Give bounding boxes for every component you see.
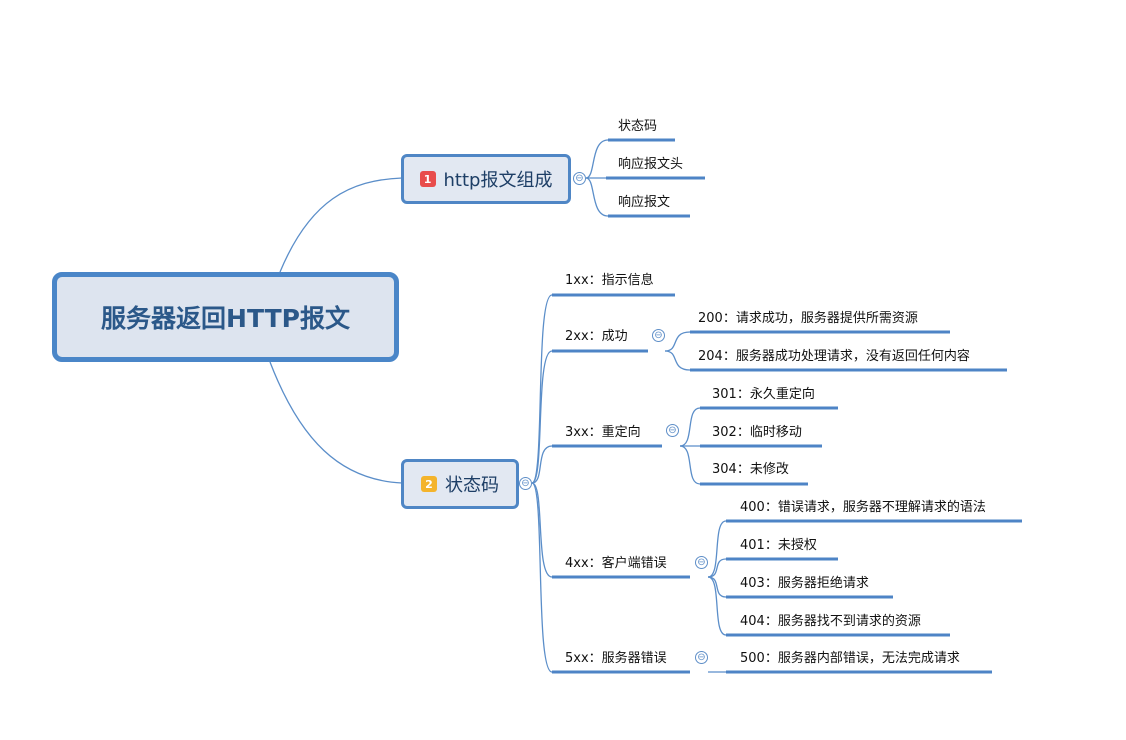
- branch-http-composition[interactable]: 1 http报文组成: [401, 154, 571, 204]
- node-1xx[interactable]: 1xx：指示信息: [565, 273, 654, 288]
- node-2xx[interactable]: 2xx：成功: [565, 329, 628, 344]
- node-500[interactable]: 500：服务器内部错误，无法完成请求: [740, 651, 960, 666]
- node-301[interactable]: 301：永久重定向: [712, 387, 815, 402]
- root-topic[interactable]: 服务器返回HTTP报文: [52, 272, 399, 362]
- branch-label: http报文组成: [443, 170, 553, 191]
- node-response-header[interactable]: 响应报文头: [618, 157, 684, 172]
- node-3xx[interactable]: 3xx：重定向: [565, 425, 641, 440]
- collapse-icon[interactable]: ⊖: [652, 329, 665, 342]
- node-403[interactable]: 403：服务器拒绝请求: [740, 576, 869, 591]
- priority-1-badge: 1: [419, 171, 436, 187]
- node-304[interactable]: 304：未修改: [712, 462, 789, 477]
- node-response-body[interactable]: 响应报文: [618, 195, 671, 210]
- node-5xx[interactable]: 5xx：服务器错误: [565, 651, 667, 666]
- node-401[interactable]: 401：未授权: [740, 538, 817, 553]
- node-404[interactable]: 404：服务器找不到请求的资源: [740, 614, 921, 629]
- collapse-icon[interactable]: ⊖: [666, 424, 679, 437]
- node-400[interactable]: 400：错误请求，服务器不理解请求的语法: [740, 500, 986, 515]
- root-topic-label: 服务器返回HTTP报文: [101, 304, 350, 333]
- collapse-icon[interactable]: ⊖: [519, 477, 532, 490]
- branch-status-codes[interactable]: 2 状态码: [401, 459, 519, 509]
- branch-label: 状态码: [445, 475, 499, 496]
- collapse-icon[interactable]: ⊖: [695, 556, 708, 569]
- node-status-code[interactable]: 状态码: [618, 119, 658, 134]
- node-200[interactable]: 200：请求成功，服务器提供所需资源: [698, 311, 918, 326]
- collapse-icon[interactable]: ⊖: [573, 172, 586, 185]
- node-302[interactable]: 302：临时移动: [712, 425, 802, 440]
- node-204[interactable]: 204：服务器成功处理请求，没有返回任何内容: [698, 349, 970, 364]
- node-4xx[interactable]: 4xx：客户端错误: [565, 556, 667, 571]
- priority-2-badge: 2: [421, 476, 437, 492]
- collapse-icon[interactable]: ⊖: [695, 651, 708, 664]
